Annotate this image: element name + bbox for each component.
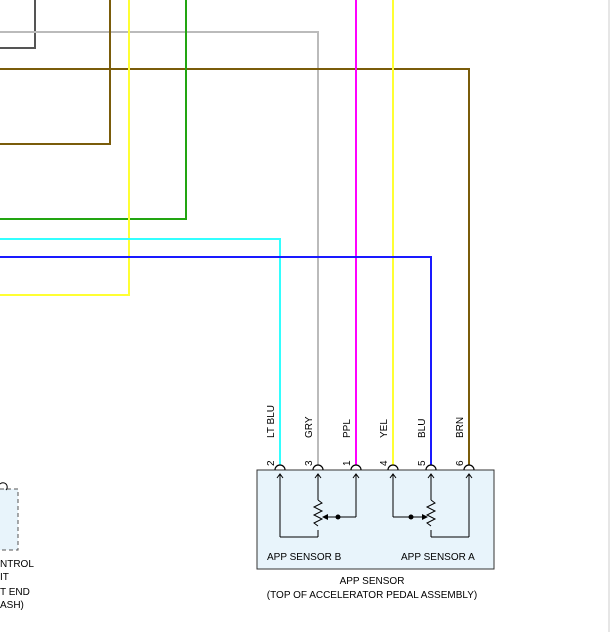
- pin-4: 4: [379, 460, 390, 466]
- sensor-b-circuit: [279, 474, 357, 538]
- junction-dot-b: [335, 514, 341, 520]
- left-module-line3: T END: [0, 587, 30, 598]
- junction-dot-a: [408, 514, 414, 520]
- label-gry: GRY: [304, 416, 315, 438]
- wiper-arrow-a: [422, 514, 428, 520]
- pin-6: 6: [455, 460, 466, 466]
- connector-pin-4: [387, 464, 399, 471]
- label-blu: BLU: [417, 419, 428, 438]
- wire-brn: [0, 68, 470, 465]
- sensor-subtitle: (TOP OF ACCELERATOR PEDAL ASSEMBLY): [267, 590, 477, 601]
- label-ppl: PPL: [342, 419, 353, 438]
- pin-1: 1: [342, 460, 353, 466]
- wiper-arrow-b: [322, 514, 328, 520]
- sensor-a-circuit: [392, 474, 470, 538]
- left-module-connector: [0, 482, 8, 491]
- sensor-b-label: APP SENSOR B: [267, 552, 342, 563]
- connector-pin-6: [463, 464, 475, 471]
- pin-2: 2: [266, 460, 277, 466]
- pin-3: 3: [304, 460, 315, 466]
- potentiometer-a: [425, 499, 437, 527]
- connector-pin-1: [350, 464, 362, 471]
- sensor-a-label: APP SENSOR A: [401, 552, 475, 563]
- wire-dark-gray: [0, 0, 36, 49]
- connector-pins: [274, 464, 475, 471]
- pin-5: 5: [417, 460, 428, 466]
- left-module-line1: NTROL: [0, 559, 34, 570]
- left-module-line4: ASH): [0, 600, 24, 611]
- sensor-title: APP SENSOR: [340, 576, 405, 587]
- potentiometer-b: [312, 499, 324, 527]
- wire-gry: [0, 31, 319, 465]
- left-module-line2: IT: [0, 572, 9, 583]
- wire-lt-blu: [0, 238, 281, 465]
- connector-pin-2: [274, 464, 286, 471]
- wire-green: [0, 0, 187, 220]
- wire-blu: [0, 256, 432, 465]
- app-sensor-box: [256, 469, 495, 570]
- connector-pin-3: [312, 464, 324, 471]
- connector-pin-5: [425, 464, 437, 471]
- wire-brown-left: [0, 0, 111, 145]
- left-module-box: [0, 488, 19, 551]
- pin-arrows: [276, 473, 473, 479]
- label-yel: YEL: [379, 419, 390, 438]
- wire-yellow-left: [0, 0, 130, 296]
- label-lt-blu: LT BLU: [266, 405, 277, 438]
- label-brn: BRN: [455, 417, 466, 438]
